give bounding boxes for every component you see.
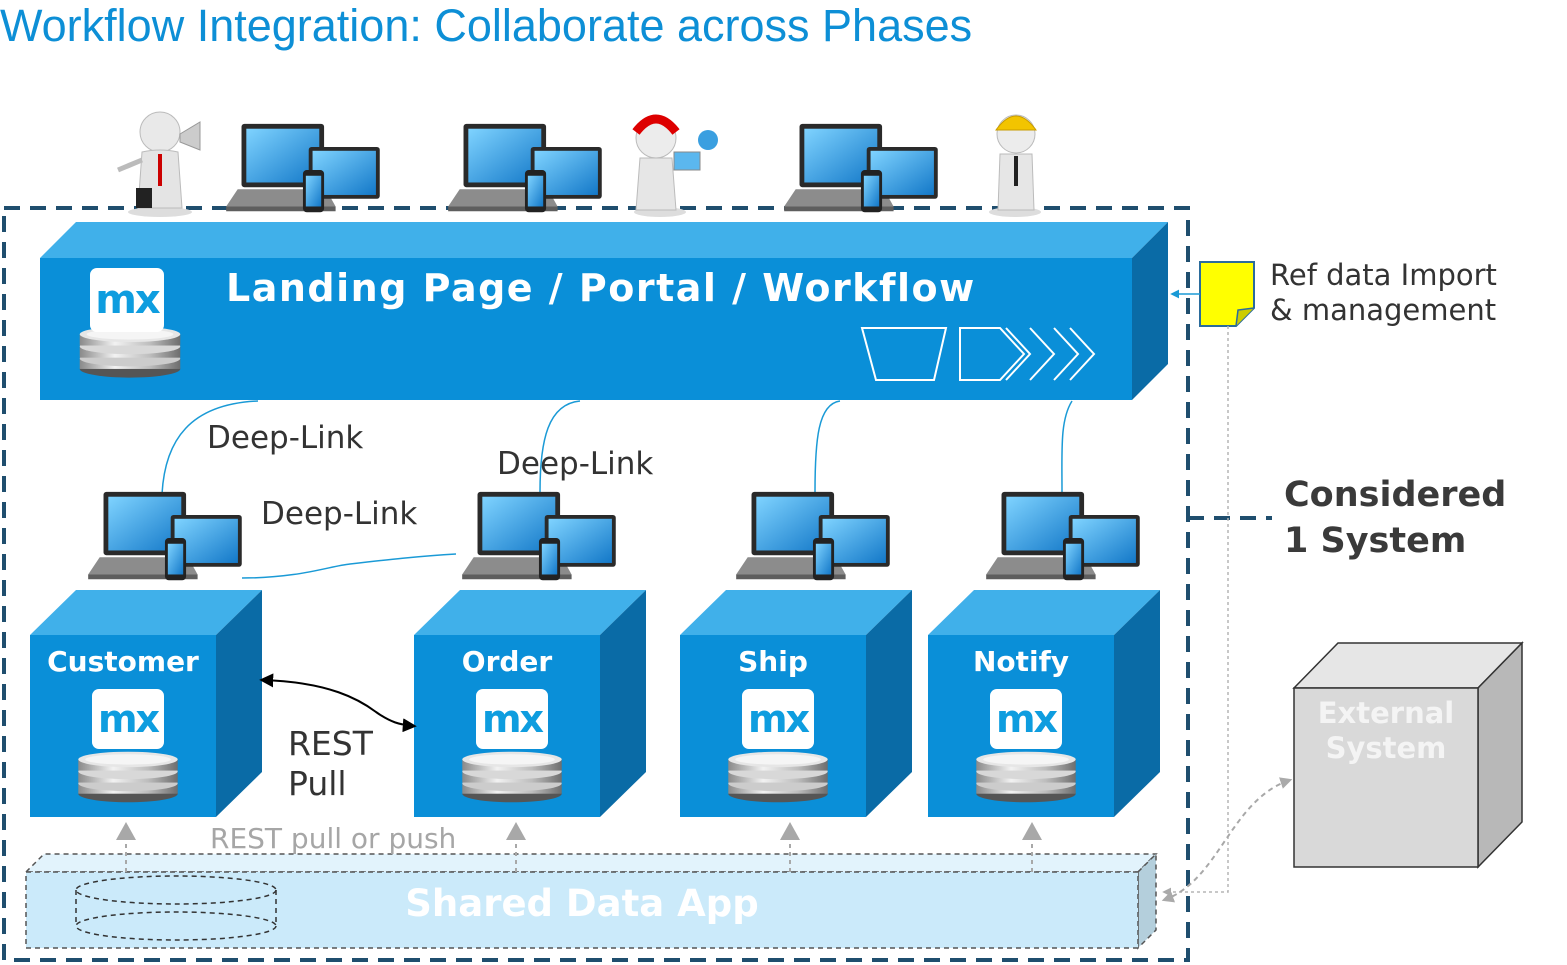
external-system-line2: System	[1325, 731, 1447, 765]
portal-box	[40, 222, 1168, 400]
mx-logo: mx	[92, 689, 164, 749]
person-engineer-icon	[989, 114, 1041, 217]
person-manager-icon	[117, 111, 201, 217]
top-users-row	[117, 111, 1041, 217]
app-label-customer: Customer	[47, 645, 199, 678]
shared-database-icon	[75, 875, 277, 941]
deep-link-label: Deep-Link	[497, 446, 654, 482]
mx-logo: mx	[90, 268, 164, 332]
deep-link-label: Deep-Link	[207, 420, 364, 456]
shared-data-app-label: Shared Data App	[405, 882, 759, 925]
portal-label: Landing Page / Portal / Workflow	[226, 266, 976, 310]
system-boundary	[2, 206, 1190, 962]
mx-logo: mx	[990, 689, 1062, 749]
external-system-box	[1292, 641, 1524, 869]
mx-logo: mx	[476, 689, 548, 749]
shared-data-app-box	[24, 852, 1158, 950]
database-icon	[976, 751, 1076, 803]
app-box-order	[414, 590, 646, 817]
page-title: Workflow Integration: Collaborate across…	[0, 0, 973, 51]
devices-icon	[226, 123, 380, 213]
ref-data-label: Ref data Import & management	[1270, 258, 1497, 328]
considered-line1: Considered	[1284, 475, 1507, 515]
devices-icon	[448, 123, 602, 213]
ref-data-to-shared-line	[1162, 326, 1229, 897]
app-label-ship: Ship	[738, 645, 808, 678]
person-support-icon	[632, 114, 718, 217]
database-icon	[79, 326, 181, 378]
external-sync-arrow	[1161, 777, 1293, 903]
devices-icon	[784, 123, 938, 213]
devices-icon	[736, 491, 890, 581]
note-icon	[1199, 261, 1255, 327]
rest-pull-line1: REST	[288, 724, 373, 763]
external-system-label: External System	[1294, 696, 1478, 766]
devices-icon	[88, 491, 242, 581]
external-system-line1: External	[1317, 696, 1455, 730]
workflow-phase-icons	[860, 327, 1096, 381]
ref-data-line2: & management	[1270, 293, 1497, 327]
app-label-order: Order	[461, 645, 553, 678]
database-icon	[728, 751, 828, 803]
deep-link-label: Deep-Link	[261, 496, 418, 532]
considered-label: Considered 1 System	[1284, 472, 1506, 564]
rest-pull-or-push-label: REST pull or push	[210, 822, 457, 855]
mx-logo: mx	[742, 689, 814, 749]
considered-line2: 1 System	[1284, 521, 1467, 561]
database-icon	[462, 751, 562, 803]
rest-pull-line2: Pull	[288, 764, 347, 803]
app-label-notify: Notify	[972, 645, 1070, 678]
app-box-notify	[928, 590, 1160, 817]
rest-pull-label: REST Pull	[288, 724, 373, 804]
database-icon	[78, 751, 178, 803]
rest-pull-arrow	[259, 673, 417, 733]
shared-to-app-arrows	[116, 822, 1042, 876]
deep-link-lines	[161, 400, 1073, 579]
devices-icon	[462, 491, 616, 581]
devices-icon	[986, 491, 1140, 581]
ref-data-line1: Ref data Import	[1270, 258, 1497, 292]
